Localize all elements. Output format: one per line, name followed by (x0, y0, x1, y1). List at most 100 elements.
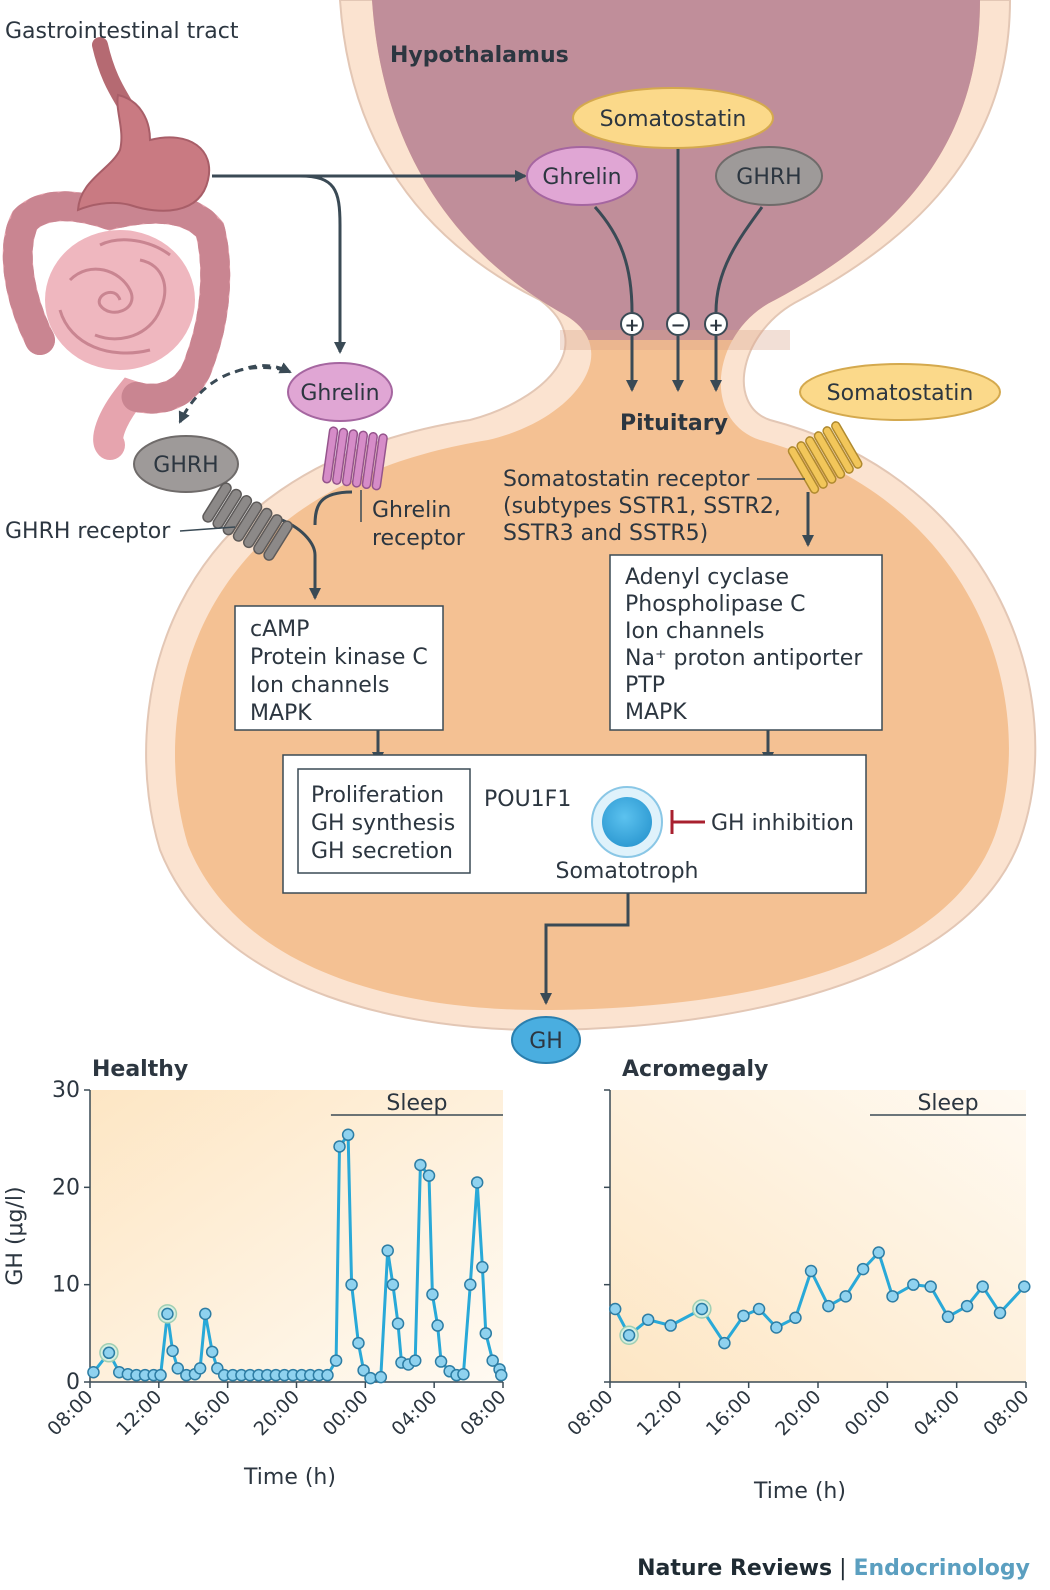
somatotroph-label: Somatotroph (556, 859, 699, 884)
data-point (171, 1362, 185, 1375)
data-point (470, 1176, 484, 1189)
data-point (495, 1368, 508, 1382)
plus-sign-ghrh-label: + (708, 315, 723, 336)
data-point (924, 1280, 937, 1293)
data-point (193, 1362, 207, 1375)
right-box-item: Na⁺ proton antiporter (625, 646, 863, 671)
x-tick-label: 08:00 (563, 1386, 617, 1440)
right-box-item: Phospholipase C (625, 592, 806, 617)
x-tick-label: 08:00 (456, 1386, 510, 1440)
x-tick-label: 20:00 (771, 1386, 825, 1440)
plot-area (90, 1090, 503, 1382)
left-signaling-box: cAMP Protein kinase C Ion channels MAPK (234, 605, 444, 731)
data-point (486, 1354, 499, 1367)
data-point (960, 1299, 974, 1313)
data-point (431, 1319, 444, 1332)
data-point (1018, 1280, 1031, 1293)
chart-title: Acromegaly (622, 1057, 768, 1082)
plot-area (610, 1090, 1026, 1382)
data-point (622, 1329, 636, 1342)
svg-text:Ghrelin: Ghrelin (542, 165, 621, 190)
x-tick-label: 12:00 (112, 1386, 166, 1440)
y-tick-label: 20 (52, 1175, 80, 1200)
chart-title: Healthy (92, 1057, 188, 1082)
x-axis-label: Time (h) (243, 1465, 336, 1490)
data-point (752, 1302, 766, 1316)
data-point (941, 1310, 955, 1324)
right-signaling-box: Adenyl cyclase Phospholipase C Ion chann… (609, 554, 883, 731)
hormone-ghrelin-gut: Ghrelin (287, 362, 393, 422)
sst-receptor-label-2: (subtypes SSTR1, SSTR2, (503, 494, 781, 519)
data-point (872, 1246, 885, 1259)
ghrelin-receptor-label-1: Ghrelin (372, 498, 451, 523)
data-point (166, 1344, 179, 1358)
svg-text:GHRH: GHRH (153, 453, 218, 478)
hormone-ghrh-gut: GHRH (133, 435, 239, 493)
right-box-item: Adenyl cyclase (625, 565, 789, 590)
data-point (102, 1346, 116, 1360)
signal-signs: + − + (620, 312, 728, 336)
left-box-item: Protein kinase C (250, 645, 428, 670)
data-point (374, 1370, 388, 1384)
svg-text:Somatostatin: Somatostatin (827, 381, 974, 406)
data-point (608, 1302, 622, 1316)
hormone-ghrelin-hypothalamus: Ghrelin (526, 146, 638, 206)
effect-item: Proliferation (311, 783, 444, 808)
effect-item: GH secretion (311, 839, 453, 864)
y-tick-label: 0 (66, 1370, 80, 1395)
sleep-label: Sleep (386, 1091, 447, 1116)
plus-sign-ghrh (704, 312, 728, 336)
minus-sign-somatostatin (666, 312, 690, 336)
data-point (357, 1364, 370, 1377)
hormone-somatostatin-side: Somatostatin (799, 363, 1001, 421)
data-point (422, 1169, 436, 1182)
arrows (178, 147, 814, 1005)
y-tick-label: 10 (52, 1273, 80, 1298)
stomach (76, 93, 211, 212)
pou1f1-label: POU1F1 (484, 787, 571, 812)
data-point (479, 1327, 493, 1340)
ghrh-receptor-label: GHRH receptor (5, 519, 171, 544)
data-point (414, 1158, 427, 1172)
data-point (476, 1260, 489, 1274)
data-point (664, 1319, 677, 1332)
svg-text:GH: GH (529, 1029, 563, 1054)
data-point (641, 1313, 655, 1326)
data-point (907, 1278, 920, 1291)
pituitary-label: Pituitary (620, 411, 728, 436)
footer-separator: | (839, 1556, 847, 1581)
x-tick-label: 04:00 (910, 1386, 964, 1440)
data-point (804, 1264, 818, 1278)
y-axis-label: GH (μg/l) (3, 1186, 28, 1285)
data-point (770, 1321, 783, 1334)
data-point (391, 1317, 405, 1330)
x-tick-label: 00:00 (841, 1386, 895, 1440)
data-point (457, 1367, 470, 1381)
data-point (199, 1307, 212, 1321)
data-point (321, 1368, 334, 1382)
data-point (886, 1290, 899, 1303)
x-tick-label: 20:00 (250, 1386, 304, 1440)
data-point (154, 1368, 167, 1382)
data-point (856, 1262, 870, 1276)
ghrelin-receptor-icon (322, 426, 388, 491)
data-point (386, 1278, 400, 1291)
data-point (718, 1336, 731, 1350)
data-point (205, 1345, 219, 1359)
data-point (408, 1354, 422, 1367)
x-tick-label: 04:00 (387, 1386, 441, 1440)
somatostatin-receptor-icon (787, 421, 863, 494)
sleep-label: Sleep (917, 1091, 978, 1116)
data-point (434, 1355, 448, 1368)
data-point (381, 1244, 394, 1257)
right-box-item: PTP (625, 673, 665, 698)
data-point (333, 1140, 346, 1153)
y-tick-label: 30 (52, 1078, 80, 1103)
journal-footer: Nature Reviews | Endocrinology (637, 1556, 1030, 1581)
data-point (329, 1354, 343, 1367)
data-point (822, 1299, 835, 1313)
data-point (426, 1288, 439, 1301)
